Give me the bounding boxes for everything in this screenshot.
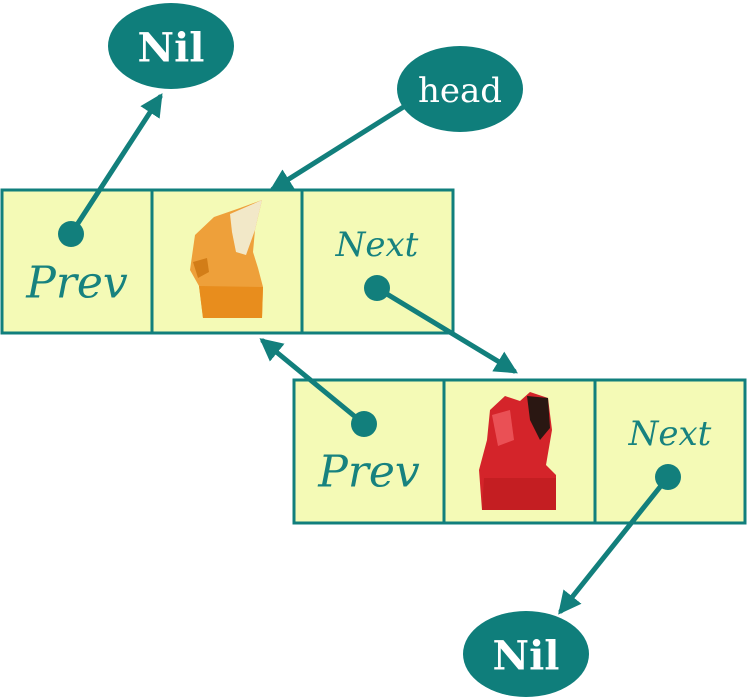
prev-to-node-1-arrow (259, 338, 367, 427)
node-1: Prev Next (0, 188, 455, 335)
node-2-prev-dot (351, 411, 377, 437)
node-1-prev-dot (58, 221, 84, 247)
pointer-dots (58, 221, 681, 490)
node-2: Prev Next (292, 378, 747, 525)
arrows (68, 93, 671, 615)
head-oval: head (397, 46, 523, 132)
head-to-node-1-arrow (269, 103, 408, 192)
nil-top-oval: Nil (108, 3, 234, 89)
node-2-next-label: Next (628, 414, 712, 454)
node-1-next-label: Next (335, 225, 419, 265)
next-to-nil-arrow (558, 474, 671, 615)
red-shoe-icon (479, 392, 556, 510)
node-2-prev-label: Prev (317, 447, 420, 498)
node-1-prev-label: Prev (25, 258, 128, 309)
node-2-next-dot (655, 464, 681, 490)
nil-bottom-label: Nil (493, 633, 560, 680)
orange-shoe-icon (190, 200, 263, 318)
head-label: head (418, 71, 502, 111)
nil-bottom-oval: Nil (463, 611, 589, 697)
prev-to-nil-arrow (68, 93, 163, 237)
nil-top-label: Nil (138, 25, 205, 72)
next-to-node-2-arrow (374, 285, 518, 374)
node-1-next-dot (364, 275, 390, 301)
